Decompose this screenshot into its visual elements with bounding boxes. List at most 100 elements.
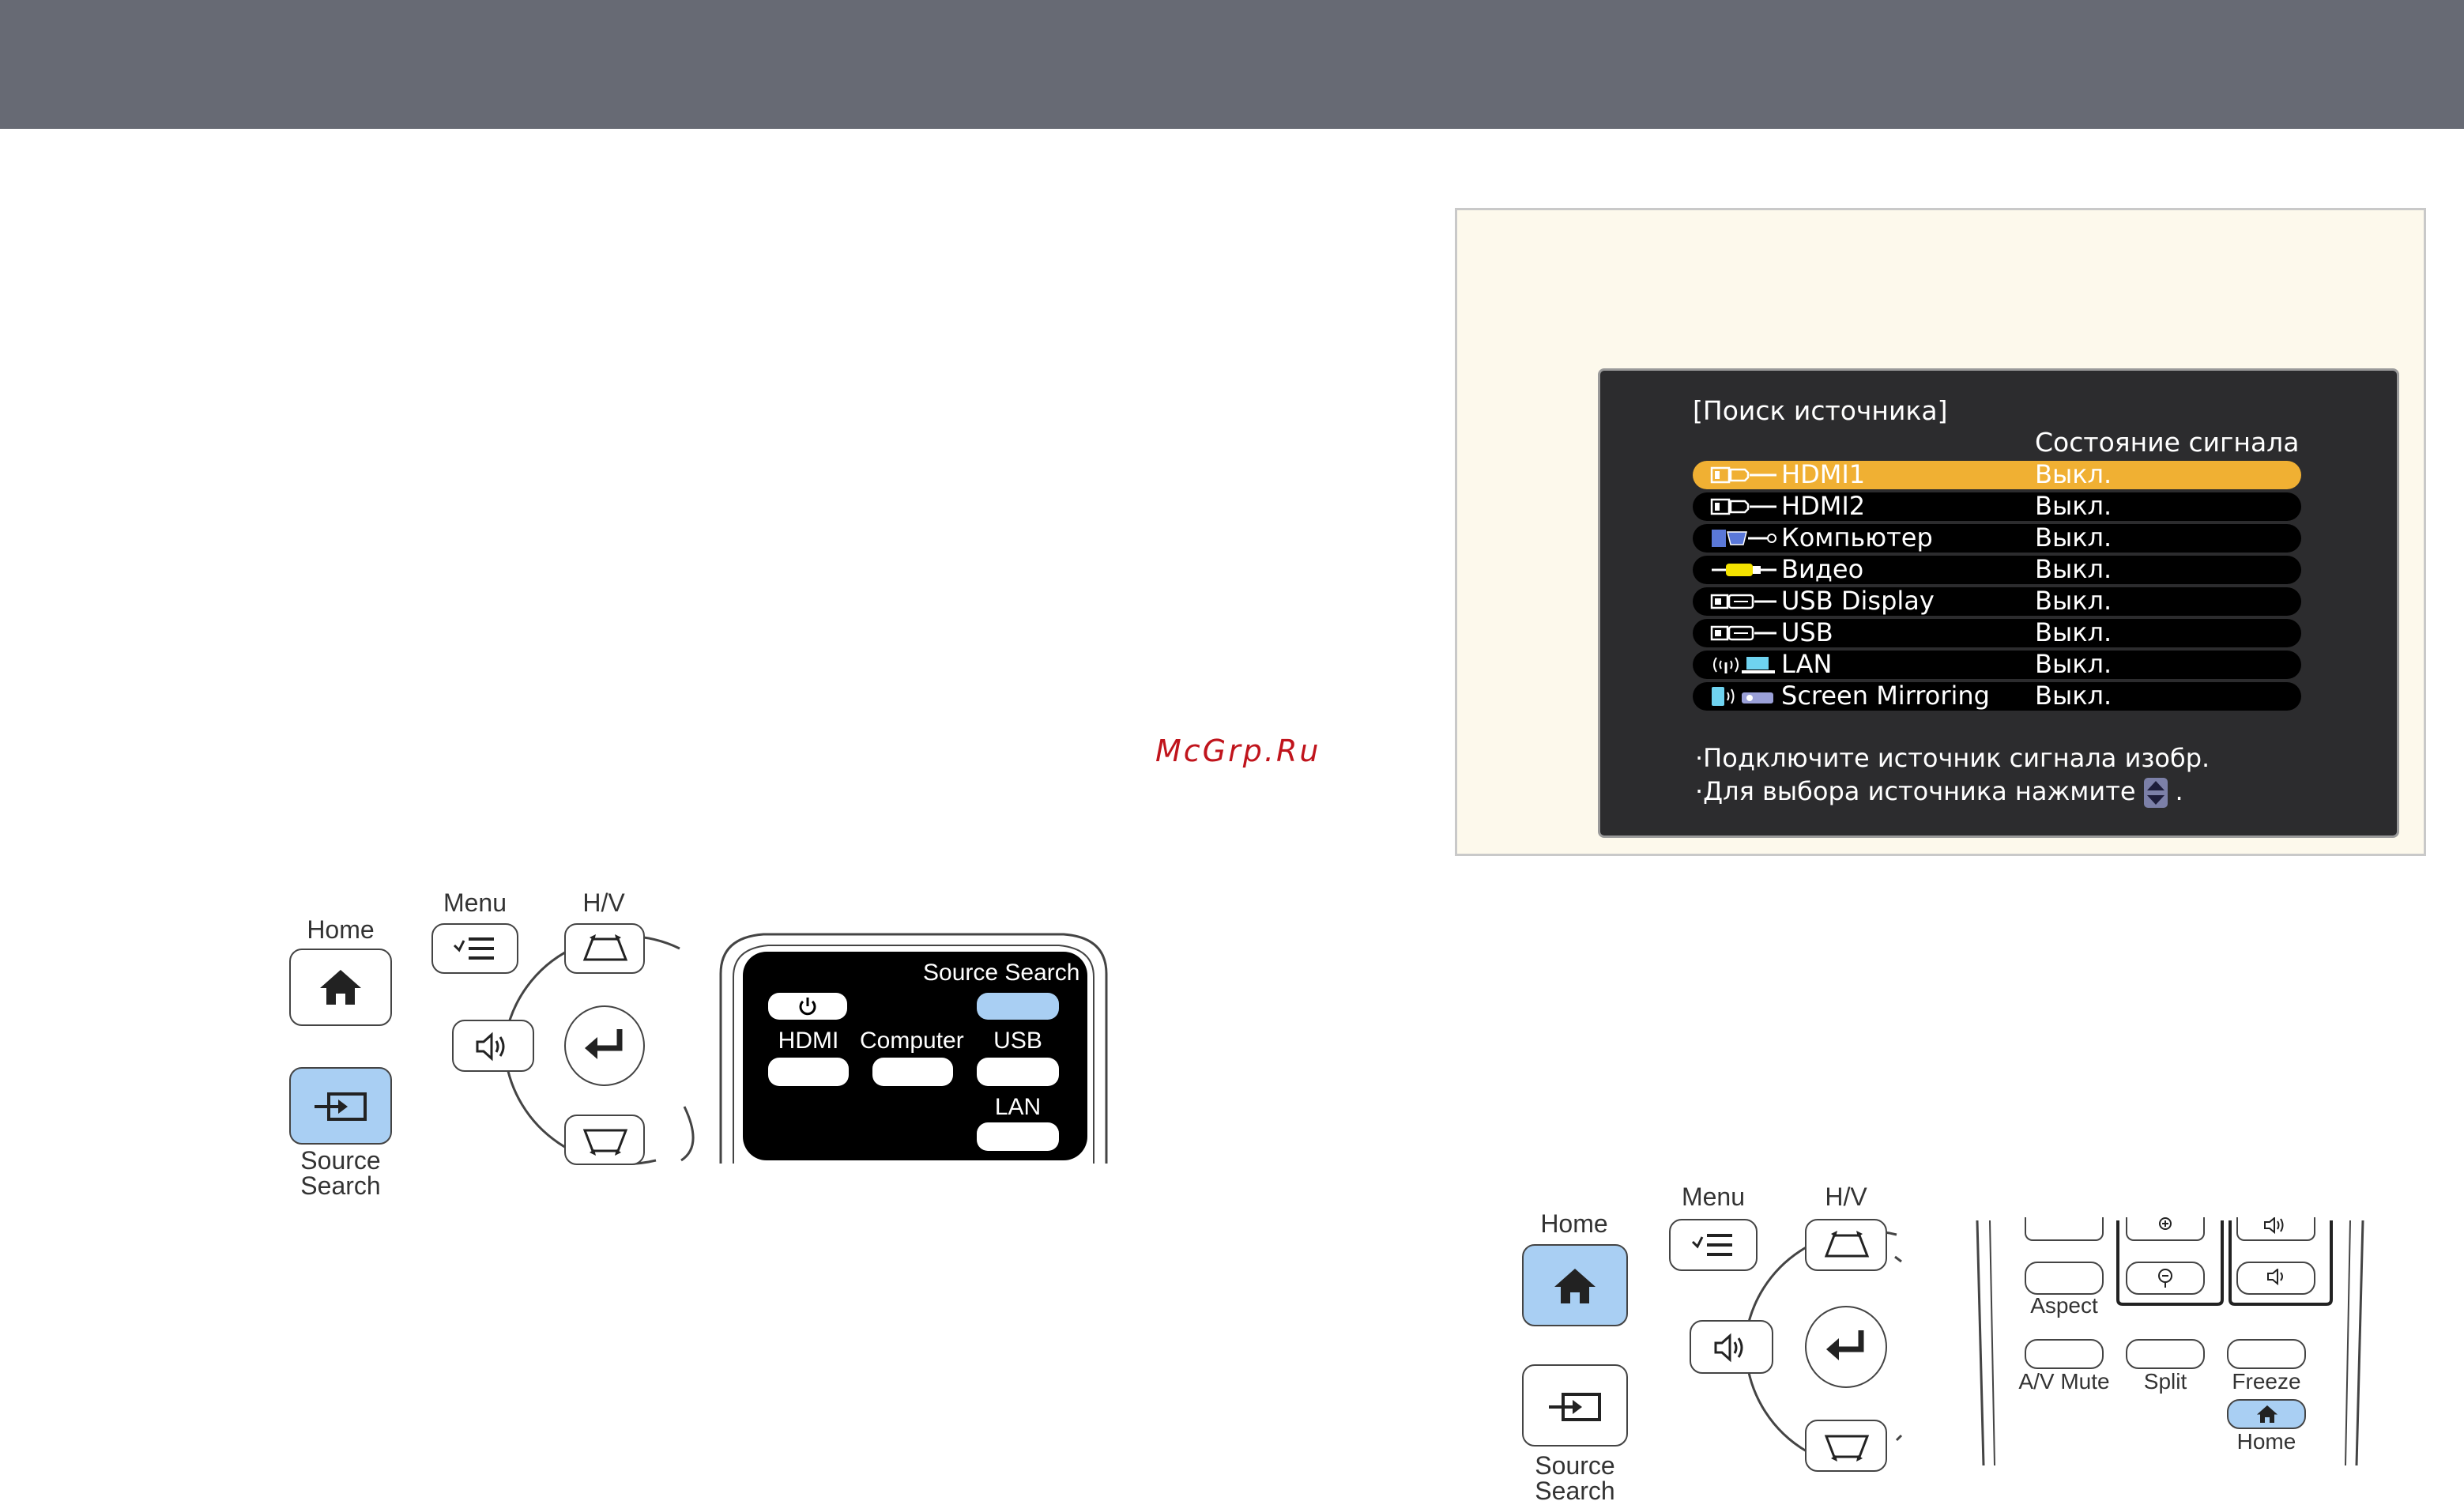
osd-title: [Поиск источника]: [1693, 395, 1948, 426]
osd-signal-header: Состояние сигнала: [2035, 427, 2300, 458]
source-input-icon: [315, 1092, 367, 1121]
osd-source-name: HDMI1: [1781, 459, 1866, 489]
keystone-up-button[interactable]: [564, 923, 645, 974]
zoom-in-icon: [2159, 1217, 2172, 1230]
hv-label: H/V: [582, 888, 625, 917]
source-search-label-2-line1: Source: [1535, 1451, 1615, 1480]
watermark: McGrp.Ru: [1155, 734, 1321, 768]
osd-message-select-end: .: [2175, 776, 2183, 806]
source-search-button[interactable]: [289, 1067, 392, 1145]
osd-source-row-2[interactable]: Компьютер Выкл.: [1693, 522, 2301, 553]
enter-button-2[interactable]: [1805, 1306, 1887, 1388]
source-search-label-line1: Source: [300, 1146, 381, 1175]
osd-source-name: Видео: [1781, 554, 1864, 584]
home-button-2[interactable]: [1522, 1244, 1628, 1326]
remote2-freeze-button[interactable]: [2227, 1339, 2306, 1369]
home-button[interactable]: [289, 949, 392, 1026]
hdmi-icon: [1710, 496, 1778, 517]
osd-source-row-4[interactable]: USB Display Выкл.: [1693, 586, 2301, 616]
remote-lan-button[interactable]: [977, 1122, 1059, 1151]
remote-hdmi-button[interactable]: [768, 1058, 849, 1086]
remote2-aspect-button[interactable]: [2025, 1262, 2104, 1295]
keystone-down-button[interactable]: [564, 1115, 645, 1165]
remote2-top-button[interactable]: [2025, 1217, 2104, 1241]
remote2-av-mute-label: A/V Mute: [2018, 1369, 2110, 1394]
keystone-up-button-2[interactable]: [1805, 1219, 1887, 1271]
osd-source-row-5[interactable]: USB Выкл.: [1693, 617, 2301, 647]
enter-icon: [585, 1029, 623, 1059]
remote2-volume-up-button[interactable]: [2236, 1217, 2315, 1241]
remote2-split-label: Split: [2143, 1369, 2187, 1394]
keystone-down-icon: [582, 1129, 628, 1156]
remote2-zoom-out-button[interactable]: [2126, 1262, 2205, 1295]
menu-button[interactable]: [431, 923, 518, 974]
volume-icon: [1714, 1333, 1743, 1363]
osd-source-status: Выкл.: [2035, 681, 2112, 711]
remote2-aspect-label: Aspect: [2030, 1293, 2098, 1318]
zoom-out-icon: [2158, 1269, 2172, 1288]
hv-label-2: H/V: [1825, 1182, 1867, 1211]
volume-icon: [476, 1032, 505, 1062]
osd-source-status: Выкл.: [2035, 617, 2112, 647]
source-input-icon: [1549, 1393, 1601, 1421]
osd-source-status: Выкл.: [2035, 459, 2112, 489]
remote2-volume-down-button[interactable]: [2236, 1262, 2315, 1295]
remote-source-search-button[interactable]: [977, 993, 1059, 1020]
remote2-freeze-label: Freeze: [2232, 1369, 2301, 1394]
source-search-button-2[interactable]: [1522, 1364, 1628, 1447]
osd-source-row-0[interactable]: HDMI1 Выкл.: [1693, 459, 2301, 489]
rca-video-icon: [1710, 560, 1778, 580]
remote2-home-button[interactable]: [2227, 1399, 2306, 1429]
volume-button[interactable]: [452, 1020, 534, 1072]
volume-button-2[interactable]: [1690, 1320, 1773, 1374]
source-search-label-line2: Search: [300, 1171, 381, 1200]
keystone-up-icon: [582, 934, 628, 961]
osd-source-row-6[interactable]: LAN Выкл.: [1693, 649, 2301, 679]
remote-usb-button[interactable]: [977, 1058, 1059, 1086]
usb-icon: [1710, 591, 1778, 612]
up-down-arrow-icon: [2143, 778, 2168, 808]
osd-message-select-text: ·Для выбора источника нажмите: [1695, 776, 2136, 806]
remote-source-search-label: Source Search: [923, 960, 1080, 986]
menu-button-2[interactable]: [1669, 1219, 1758, 1271]
keystone-up-icon: [1824, 1231, 1870, 1258]
menu-list-icon: [1691, 1234, 1732, 1256]
osd-source-status: Выкл.: [2035, 586, 2112, 616]
power-icon: [799, 998, 816, 1016]
home-icon: [320, 970, 361, 1005]
enter-button[interactable]: [564, 1005, 645, 1086]
remote-usb-label: USB: [993, 1028, 1042, 1054]
source-search-label-2-line2: Search: [1535, 1477, 1615, 1505]
remote2-home-label: Home: [2236, 1429, 2296, 1454]
keystone-down-button-2[interactable]: [1805, 1420, 1887, 1472]
osd-source-name: USB: [1781, 617, 1833, 647]
top-header-bar: [0, 0, 2464, 129]
remote2-zoom-in-button[interactable]: [2126, 1217, 2205, 1241]
enter-icon: [1826, 1330, 1864, 1360]
remote-hdmi-label: HDMI: [778, 1028, 839, 1054]
home-icon: [1554, 1269, 1596, 1303]
osd-source-name: LAN: [1781, 649, 1833, 679]
remote-control-outline: [719, 933, 1108, 1164]
remote2-av-mute-button[interactable]: [2025, 1339, 2104, 1369]
osd-source-status: Выкл.: [2035, 491, 2112, 521]
remote-power-button[interactable]: [768, 993, 847, 1020]
vga-icon: [1710, 528, 1778, 549]
osd-source-name: Компьютер: [1781, 522, 1933, 553]
osd-message-select: ·Для выбора источника нажмите.: [1695, 776, 2183, 808]
remote2-split-button[interactable]: [2126, 1339, 2205, 1369]
remote-lan-label: LAN: [994, 1094, 1042, 1120]
osd-source-status: Выкл.: [2035, 522, 2112, 553]
menu-label: Menu: [443, 888, 507, 917]
osd-source-status: Выкл.: [2035, 649, 2112, 679]
osd-source-name: USB Display: [1781, 586, 1935, 616]
screen-mirroring-icon: [1710, 686, 1778, 707]
menu-list-icon: [453, 937, 494, 960]
hdmi-icon: [1710, 465, 1778, 485]
remote-computer-button[interactable]: [872, 1058, 953, 1086]
